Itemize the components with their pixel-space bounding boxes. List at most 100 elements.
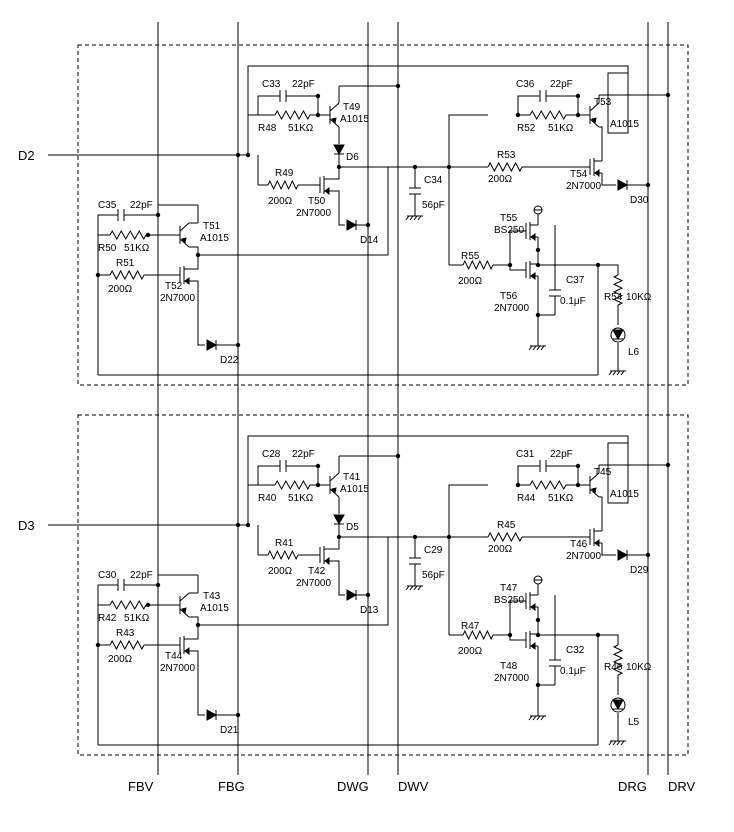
resH-ref: R51 (116, 258, 135, 269)
tE-ref: T47 (500, 583, 518, 594)
dA-ref: D5 (346, 522, 359, 533)
resH-ref: R43 (116, 628, 135, 639)
ground-hatch (532, 345, 537, 351)
capB-val: 56pF (422, 200, 445, 211)
resA-ref: R40 (258, 493, 277, 504)
resistor-symbol (267, 549, 299, 561)
tG-part: A1015 (200, 233, 229, 244)
resD-val: 200Ω (488, 174, 513, 185)
capA-ref: C28 (262, 449, 281, 460)
wire (517, 95, 540, 115)
ground-hatch (620, 740, 625, 746)
capD-ref: C37 (566, 275, 585, 286)
resA-val: 51KΩ (288, 123, 314, 134)
diode-symbol (333, 144, 345, 156)
fet-arrow (324, 557, 330, 565)
capE-ref: C35 (98, 200, 117, 211)
resistor-symbol (274, 109, 311, 121)
diode-symbol (617, 549, 629, 561)
fet-arrow (594, 169, 600, 177)
bus-lines (157, 22, 669, 775)
led-body (610, 697, 626, 713)
resE-val: 200Ω (458, 646, 483, 657)
tA-part: A1015 (340, 114, 369, 125)
bus-label-dwv: DWV (398, 779, 429, 794)
resA-val: 51KΩ (288, 493, 314, 504)
diode-symbol (206, 339, 218, 351)
resH-val: 200Ω (108, 654, 133, 665)
ground-hatch (612, 370, 617, 376)
wire (189, 246, 199, 270)
capE-val: 22pF (130, 200, 153, 211)
wire (598, 634, 619, 645)
capC-ref: C36 (516, 79, 535, 90)
diode-symbol (346, 219, 358, 231)
junction-dot (645, 182, 651, 188)
tG-ref: T51 (203, 221, 221, 232)
wire (189, 616, 199, 640)
tH-part: 2N7000 (160, 293, 195, 304)
dB-ref: D13 (360, 605, 379, 616)
resC-ref: R52 (517, 123, 536, 134)
junction-dot (395, 83, 401, 89)
fet-arrow (594, 539, 600, 547)
junction-dot (535, 247, 541, 253)
ground-hatch (616, 370, 621, 376)
fet-arrow (530, 603, 536, 611)
tC-part: A1015 (610, 489, 639, 500)
junction-dot (365, 222, 371, 228)
diode-symbol (612, 699, 624, 711)
dC-ref: D29 (630, 565, 649, 576)
junction-dot (235, 712, 241, 718)
junction-dot (535, 617, 541, 623)
tC-box (607, 72, 629, 134)
wire (598, 264, 619, 275)
resistor-symbol (612, 274, 624, 306)
transistor-collector (589, 102, 600, 112)
diode-symbol (206, 709, 218, 721)
dA-ref: D6 (346, 152, 359, 163)
resistor-symbol (487, 161, 523, 173)
tH-ref: T52 (165, 281, 183, 292)
wire (192, 280, 205, 346)
ground-hatch (409, 215, 414, 221)
transistor-collector (179, 592, 190, 602)
ground-hatch (405, 215, 410, 221)
tB-part: 2N7000 (296, 578, 331, 589)
junction-dot (235, 342, 241, 348)
tD-ref: T46 (570, 539, 588, 550)
diode-symbol (346, 589, 358, 601)
resE-ref: R47 (461, 621, 480, 632)
tC-ref: T45 (594, 467, 612, 478)
dD-ref: D21 (220, 725, 239, 736)
wire (257, 465, 280, 485)
resistor-symbol (109, 599, 147, 611)
capA-ref: C33 (262, 79, 281, 90)
resistor-symbol (109, 229, 147, 241)
transistor-arrow (591, 117, 597, 125)
tH-part: 2N7000 (160, 663, 195, 674)
wire (332, 537, 340, 550)
wire (517, 465, 540, 485)
transistor-arrow (181, 607, 187, 615)
tC-ref: T53 (594, 97, 612, 108)
resistor-symbol (612, 644, 624, 676)
tD-part: 2N7000 (566, 181, 601, 192)
led-body (610, 327, 626, 343)
ground-hatch (540, 345, 545, 351)
wire (192, 650, 205, 716)
resC-val: 51KΩ (548, 123, 574, 134)
ground-hatch (608, 740, 613, 746)
ground-hatch (405, 585, 410, 591)
ground-hatch (616, 740, 621, 746)
capE-val: 22pF (130, 570, 153, 581)
ground-hatch (612, 740, 617, 746)
diode-symbol (617, 179, 629, 191)
wire (509, 230, 526, 271)
capC-val: 22pF (550, 79, 573, 90)
capA-val: 22pF (292, 79, 315, 90)
resC-ref: R44 (517, 493, 536, 504)
wire (97, 584, 118, 605)
